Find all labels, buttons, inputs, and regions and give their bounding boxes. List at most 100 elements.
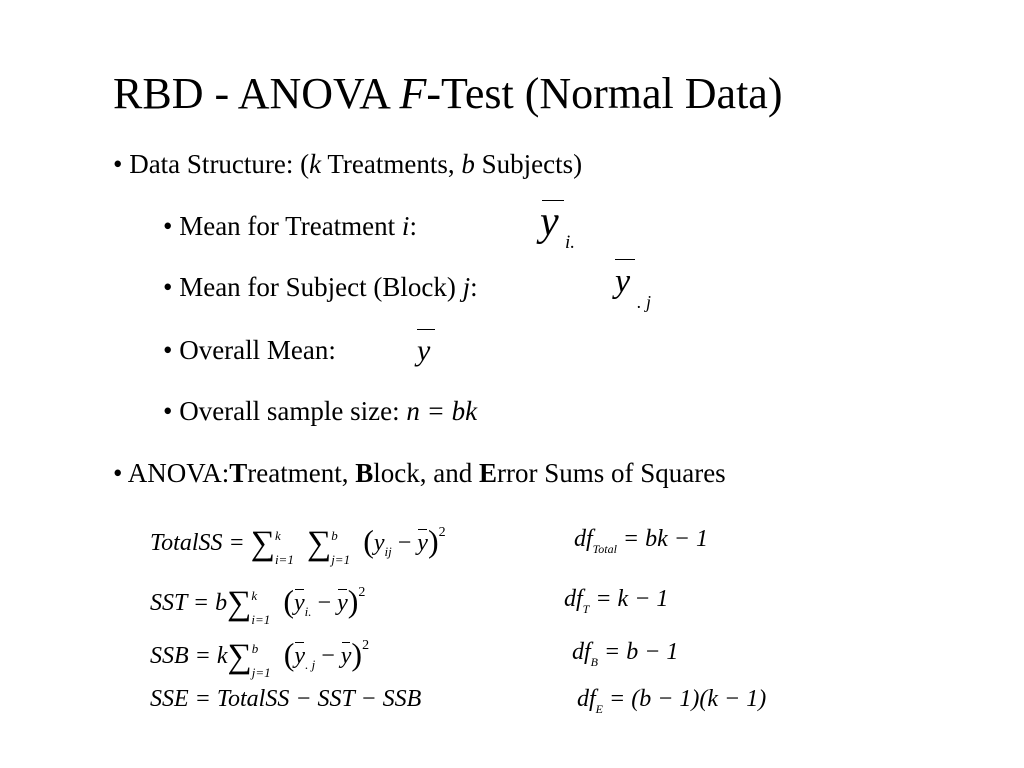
subscript-i-dot: i.: [565, 232, 576, 253]
paren-close: ): [347, 583, 359, 619]
eq-sse-lhs: SSE = TotalSS − SST − SSB: [150, 686, 422, 712]
overbar: [295, 642, 305, 643]
subscript-dot-j: . j: [305, 657, 316, 672]
sample-size-pre: • Overall sample size:: [163, 396, 407, 426]
mean-treatment-post: :: [409, 211, 417, 241]
overbar: [615, 259, 635, 260]
bullet-anova: • ANOVA:Treatment, Block, and Error Sums…: [113, 457, 726, 489]
paren-open: (: [363, 523, 374, 559]
minus-sign: −: [391, 530, 418, 556]
ybar-i-dot-eq: y: [294, 588, 305, 618]
square-exponent: 2: [358, 585, 366, 600]
subscript-ij: ij: [384, 544, 392, 559]
anova-b-rest: lock, and: [373, 458, 479, 488]
df-label: df: [572, 639, 591, 665]
data-structure-mid: Treatments,: [321, 149, 462, 179]
mean-subject-pre: • Mean for Subject (Block): [163, 272, 463, 302]
bullet-mean-treatment: • Mean for Treatment i:: [163, 210, 417, 242]
overbar: [295, 589, 304, 590]
anova-t: T: [229, 458, 248, 488]
ybar-overall-eq: y: [337, 588, 348, 618]
sum-symbol: ∑: [227, 638, 252, 675]
df-rhs: = k − 1: [589, 586, 669, 612]
y-symbol: y: [294, 590, 305, 616]
overall-mean-pre: • Overall Mean:: [163, 335, 336, 365]
y-symbol: y: [337, 590, 348, 616]
overbar: [542, 200, 564, 201]
ybar-dot-j: y: [615, 259, 635, 302]
sum-upper-k: k: [251, 588, 258, 604]
sum-lower-j: j=1: [331, 552, 351, 568]
anova-pre: • ANOVA:: [113, 458, 230, 488]
minus-sign: −: [315, 643, 341, 669]
df-label: df: [564, 586, 583, 612]
df-subscript: B: [590, 655, 599, 669]
df-label: df: [574, 526, 593, 552]
eq-total-lhs: TotalSS =: [150, 530, 245, 556]
y-symbol: y: [417, 334, 431, 367]
square-exponent: 2: [362, 638, 370, 653]
sum-upper-b: b: [251, 641, 259, 657]
var-b: b: [461, 149, 475, 179]
ybar-overall: y: [417, 329, 435, 369]
sum-lower-i: i=1: [274, 552, 294, 568]
bullet-dot: •: [113, 149, 123, 179]
data-structure-post: Subjects): [474, 149, 583, 179]
paren-open: (: [283, 636, 295, 672]
sum-upper-b: b: [331, 528, 338, 544]
var-k: k: [309, 149, 322, 179]
square-exponent: 2: [438, 525, 446, 540]
slide-title: RBD - ANOVA F-Test (Normal Data): [113, 66, 782, 122]
df-block: dfB = b − 1: [572, 637, 678, 670]
minus-sign: −: [311, 590, 338, 616]
df-error: dfE = (b − 1)(k − 1): [577, 684, 766, 717]
title-pre: RBD - ANOVA: [113, 69, 400, 118]
overbar: [418, 529, 427, 530]
sum-lower-j: j=1: [251, 665, 271, 681]
bullet-sample-size: • Overall sample size: n = bk: [163, 395, 477, 427]
ybar-dot-j-eq: y: [294, 641, 305, 671]
overbar: [417, 329, 435, 330]
mean-subject-post: :: [470, 272, 478, 302]
df-total: dfTotal = bk − 1: [574, 524, 708, 557]
df-subscript: E: [595, 702, 604, 716]
df-subscript: Total: [592, 542, 617, 556]
anova-b: B: [355, 458, 374, 488]
sum-limits-j: b j=1: [331, 528, 357, 567]
overbar: [338, 589, 347, 590]
title-post: -Test (Normal Data): [426, 69, 783, 118]
bullet-data-structure: • Data Structure: (k Treatments, b Subje…: [113, 148, 582, 180]
overbar: [341, 642, 351, 643]
var-i: i: [401, 211, 410, 241]
var-j: j: [462, 272, 471, 302]
bullet-overall-mean: • Overall Mean:: [163, 334, 336, 366]
anova-e: E: [478, 458, 497, 488]
sum-limits-j: b j=1: [252, 641, 278, 680]
eq-sse: SSE = TotalSS − SST − SSB: [150, 684, 421, 714]
sum-symbol: ∑: [227, 585, 252, 622]
sum-lower-i: i=1: [251, 612, 271, 628]
y-symbol: y: [340, 643, 352, 669]
paren-open: (: [283, 583, 295, 619]
mean-treatment-pre: • Mean for Treatment: [163, 211, 402, 241]
eq-ssb-lhs: SSB = k: [150, 643, 228, 669]
subscript-dot-j: . j: [637, 292, 652, 312]
subscript-i-dot: i.: [304, 604, 312, 619]
eq-sst-lhs: SST = b: [150, 590, 228, 616]
title-f: F: [399, 69, 427, 118]
y-symbol: y: [540, 199, 559, 245]
y-ij: y: [373, 530, 385, 556]
y-symbol: y: [417, 530, 428, 556]
data-structure-pre: Data Structure: (: [129, 149, 310, 179]
anova-e-rest: rror Sums of Squares: [496, 458, 726, 488]
df-rhs: = b − 1: [598, 639, 679, 665]
anova-t-rest: reatment,: [247, 458, 356, 488]
df-rhs: = bk − 1: [616, 526, 708, 552]
sum-symbol: ∑: [306, 525, 332, 562]
df-rhs: = (b − 1)(k − 1): [603, 686, 767, 712]
ybar-overall-eq: y: [340, 641, 352, 671]
df-treatment: dfT = k − 1: [564, 584, 668, 617]
df-label: df: [577, 686, 596, 712]
